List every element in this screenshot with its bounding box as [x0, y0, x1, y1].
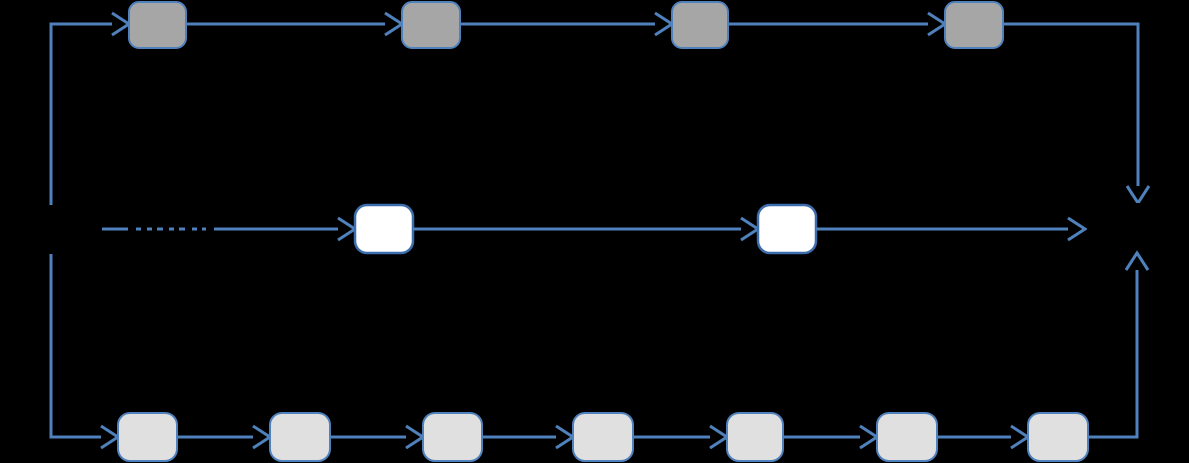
bottom-box-2 — [269, 412, 331, 462]
arrowhead-icon — [859, 424, 880, 450]
arrowhead-icon — [337, 216, 358, 242]
hidden-end-node — [1087, 203, 1179, 253]
bottom-box-7 — [1027, 412, 1089, 462]
top-box-4 — [944, 1, 1004, 49]
arrowhead-icon — [740, 216, 761, 242]
arrowhead-icon — [405, 424, 426, 450]
arrowhead-icon — [654, 11, 675, 37]
arrowhead-icon — [1010, 424, 1031, 450]
top-box-1 — [128, 1, 187, 49]
occluded-label-marks — [128, 226, 214, 233]
arrowhead-icon — [111, 11, 132, 37]
arrowhead-icon — [252, 424, 273, 450]
bottom-branch — [51, 250, 1150, 462]
hidden-start-node — [18, 205, 102, 253]
bottom-box-1 — [117, 412, 178, 462]
arrowhead-icon — [100, 424, 121, 450]
bottom-box-5 — [726, 412, 784, 462]
occlusion-mark — [141, 226, 147, 233]
top-box-3 — [671, 1, 729, 49]
middle-box-2 — [756, 203, 818, 255]
bottom-box-3 — [422, 412, 483, 462]
middle-branch — [18, 203, 1179, 255]
occlusion-mark — [128, 226, 136, 233]
occlusion-mark — [163, 226, 169, 233]
arrowhead-icon — [384, 11, 405, 37]
arrowhead-icon — [927, 11, 948, 37]
occlusion-mark — [206, 226, 214, 233]
middle-box-1 — [353, 203, 415, 255]
arrowhead-up-icon — [1124, 250, 1150, 271]
occlusion-mark — [174, 226, 179, 233]
occlusion-mark — [152, 226, 157, 233]
arrowhead-down-icon — [1125, 185, 1151, 206]
bottom-box-6 — [876, 412, 938, 462]
top-box-2 — [401, 1, 461, 49]
occlusion-mark — [197, 226, 202, 233]
top-branch — [51, 1, 1151, 206]
occlusion-mark — [185, 226, 192, 233]
arrowhead-icon — [1067, 216, 1088, 242]
bottom-box-4 — [572, 412, 634, 462]
arrowhead-icon — [555, 424, 576, 450]
arrowhead-icon — [709, 424, 730, 450]
